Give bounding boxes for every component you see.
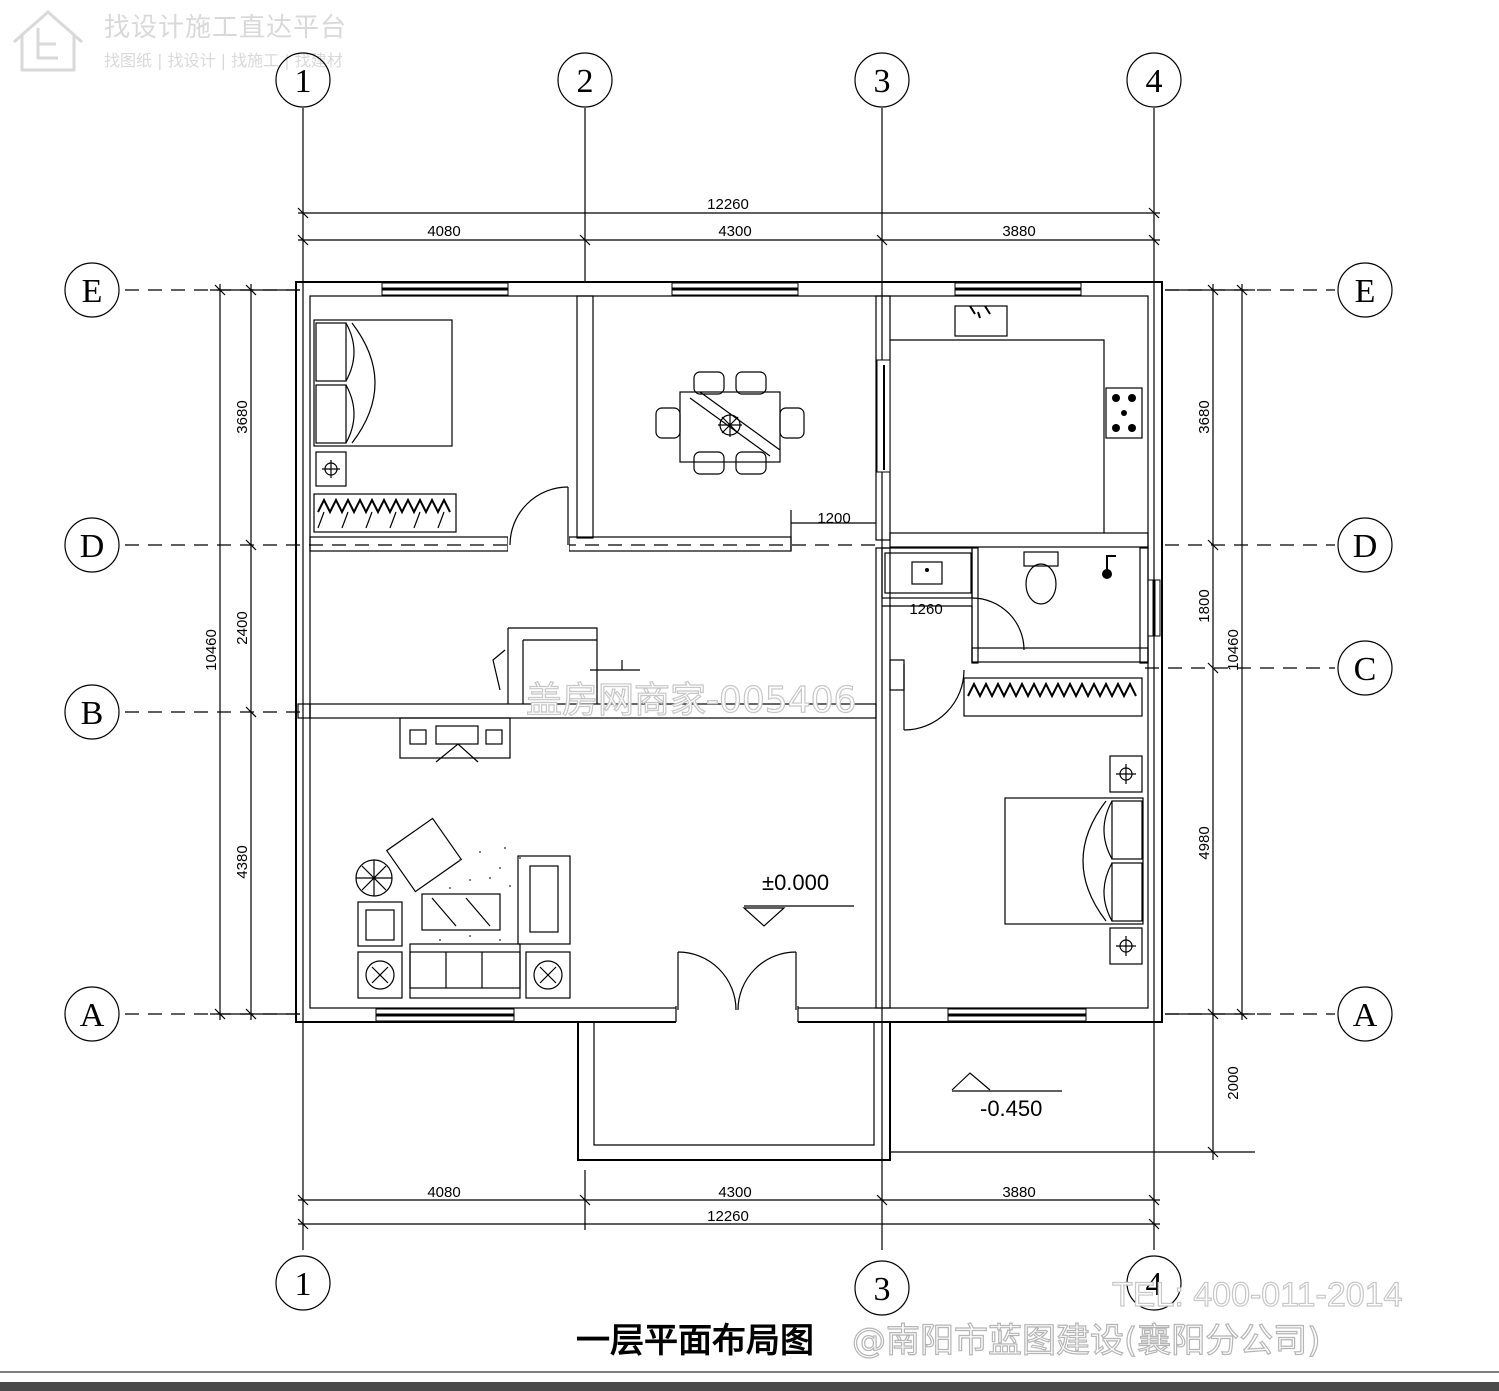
dim-left-seg: 2400: [234, 611, 251, 644]
watermark-center: 盖房网商家-005406: [526, 680, 856, 721]
elevation-exterior: -0.450: [951, 1072, 1062, 1121]
axis-label-left: D: [80, 528, 105, 565]
dining-table-icon: [655, 371, 805, 475]
toilet-icon: [1023, 551, 1059, 605]
dim-bottom-seg: 4080: [427, 1184, 460, 1201]
interior-walls: [297, 295, 1149, 1009]
dim-top-seg: 4300: [718, 223, 751, 240]
door-swing-icon: [508, 359, 1025, 1011]
stove-icon: [1105, 387, 1143, 439]
watermark-tel: TEL: 400-011-2014: [1112, 1276, 1402, 1314]
axis-bubbles-top: 1 2 3 4: [275, 52, 1182, 108]
axis-label-bottom: 1: [295, 1266, 312, 1303]
elevation-exterior-label: -0.450: [980, 1096, 1042, 1121]
axis-label-right: C: [1354, 651, 1377, 688]
dim-right-seg: 2000: [1225, 1066, 1242, 1099]
axis-label-top: 3: [874, 63, 891, 100]
dim-left-seg: 3680: [234, 400, 251, 433]
dimension-left: 10460 3680 2400 4380: [203, 284, 300, 1020]
dimension-top: 12260 4080 4300 3880: [297, 196, 1160, 246]
dim-left-seg: 4380: [234, 845, 251, 878]
axis-label-left: E: [82, 273, 103, 310]
dim-right-seg: 1800: [1196, 589, 1213, 622]
elevation-interior-label: ±0.000: [762, 870, 829, 895]
dim-right-total: 10460: [1225, 629, 1242, 671]
dim-bottom-seg: 3880: [1002, 1184, 1035, 1201]
axis-bubbles-left: E D B A: [64, 262, 120, 1042]
house-logo-icon: [13, 9, 83, 72]
dim-bath: 1260: [909, 601, 942, 618]
axis-label-bottom: 3: [874, 1271, 891, 1308]
axis-label-bottom: 4: [1146, 1266, 1163, 1303]
axis-label-right: E: [1355, 273, 1376, 310]
dim-corridor: 1200: [817, 510, 850, 527]
porch: [577, 1006, 891, 1161]
elevation-interior: ±0.000: [742, 870, 854, 927]
axis-label-top: 2: [577, 63, 594, 100]
axis-label-right: A: [1353, 997, 1378, 1034]
page-title: 一层平面布局图: [576, 1321, 814, 1361]
bed-icon: [1004, 755, 1144, 965]
axis-lines-vertical: [302, 108, 1155, 1250]
dimension-bottom: 4080 4300 3880 12260: [297, 1184, 1160, 1230]
dim-bottom-seg: 4300: [718, 1184, 751, 1201]
stair-icon: [492, 627, 640, 704]
watermark-top-line2: 找图纸 | 找设计 | 找施工 | 找建材: [104, 51, 343, 70]
axis-bubbles-right: E D C A: [1337, 262, 1393, 1042]
bottom-bar: [0, 1382, 1499, 1391]
dim-right-seg: 3680: [1196, 400, 1213, 433]
dim-top-total: 12260: [707, 196, 749, 213]
sofa-icon: [357, 817, 571, 999]
wardrobe-icon: [963, 677, 1143, 717]
bed-icon: [313, 319, 453, 487]
axis-label-top: 1: [295, 63, 312, 100]
dim-right-seg: 4980: [1196, 826, 1213, 859]
axis-label-right: D: [1353, 528, 1378, 565]
dim-top-seg: 3880: [1002, 223, 1035, 240]
axis-label-top: 4: [1146, 63, 1163, 100]
plant-icon: [355, 859, 393, 897]
tv-cabinet-icon: [399, 717, 511, 763]
dim-top-seg: 4080: [427, 223, 460, 240]
sink-icon: [884, 552, 972, 594]
rug-dots: [439, 847, 521, 941]
watermark-top-line1: 找设计施工直达平台: [104, 13, 347, 43]
shower-icon: [1102, 555, 1116, 579]
watermark-company: @南阳市蓝图建设(襄阳分公司): [852, 1321, 1321, 1361]
outer-walls: [295, 281, 1163, 1023]
axis-label-left: B: [81, 695, 104, 732]
axis-bubbles-bottom: 1 3 4: [275, 1255, 1182, 1316]
dim-left-total: 10460: [203, 629, 220, 671]
wardrobe-icon: [313, 493, 457, 533]
dim-bottom-total: 12260: [707, 1208, 749, 1225]
axis-label-left: A: [80, 997, 105, 1034]
kitchen-counter: [890, 339, 1105, 533]
dimension-right: 3680 1800 4980 2000 10460: [890, 284, 1255, 1160]
sink-icon: [954, 305, 1008, 337]
